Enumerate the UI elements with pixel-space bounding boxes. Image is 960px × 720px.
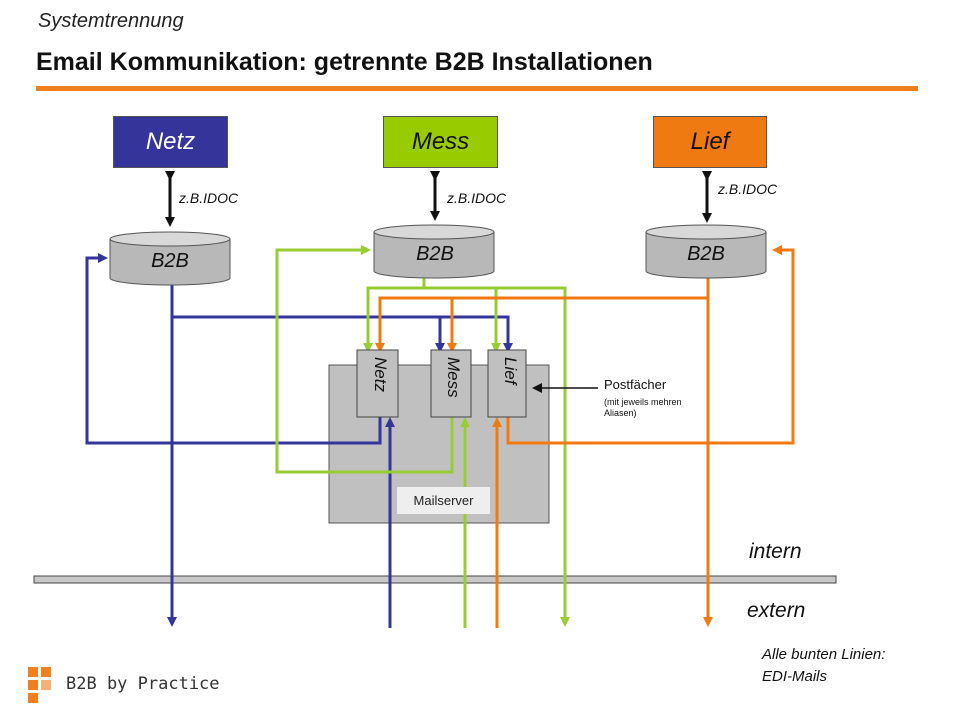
zone-label-extern: extern — [747, 599, 806, 622]
netz-to-mailboxes-line — [172, 315, 513, 353]
system-box-netz: Netz — [113, 116, 228, 168]
idoc-label-lief: z.B.IDOC — [718, 181, 778, 197]
mailbox-lief — [487, 349, 527, 418]
b2b-label-mess: B2B — [416, 243, 454, 265]
mailbox-netz — [356, 349, 399, 418]
b2b-label-lief: B2B — [687, 243, 725, 265]
system-box-lief: Lief — [653, 116, 767, 168]
mess-to-lief-mailbox-line — [424, 286, 501, 353]
legend-text-line1: Alle bunten Linien: — [762, 646, 886, 663]
postfaecher-note: (mit jeweils mehren Aliasen) — [604, 397, 682, 418]
postfaecher-label: Postfächer — [604, 377, 667, 392]
b2b-label-netz: B2B — [151, 250, 189, 272]
legend-text-line2: EDI-Mails — [762, 668, 828, 685]
lief-to-netz-mailbox-line — [375, 296, 708, 353]
mailbox-label-lief: Lief — [501, 357, 520, 385]
b2b-cylinder-netz — [109, 231, 231, 286]
idoc-label-mess: z.B.IDOC — [447, 190, 507, 206]
mailbox-label-netz: Netz — [371, 357, 390, 392]
page-subtitle: Systemtrennung — [38, 10, 184, 32]
network-boundary-bar — [33, 575, 837, 584]
mailbox-label-mess: Mess — [444, 357, 463, 398]
mailbox-mess — [430, 349, 472, 418]
mailserver-label: Mailserver — [397, 487, 490, 514]
mess-to-netz-mailbox-line — [363, 286, 424, 353]
system-box-mess: Mess — [383, 116, 498, 168]
netz-return-line — [85, 253, 382, 445]
idoc-label-netz: z.B.IDOC — [179, 190, 239, 206]
brand-text: B2B by Practice — [66, 674, 220, 694]
lief-return-line — [506, 245, 795, 445]
zone-label-intern: intern — [749, 540, 802, 563]
page-title: Email Kommunikation: getrennte B2B Insta… — [36, 48, 653, 76]
mess-return-line — [275, 245, 454, 474]
b2b-cylinder-mess — [373, 224, 495, 279]
brand-logo-icon — [28, 667, 51, 703]
title-underline — [36, 86, 918, 91]
b2b-cylinder-lief — [645, 224, 767, 279]
